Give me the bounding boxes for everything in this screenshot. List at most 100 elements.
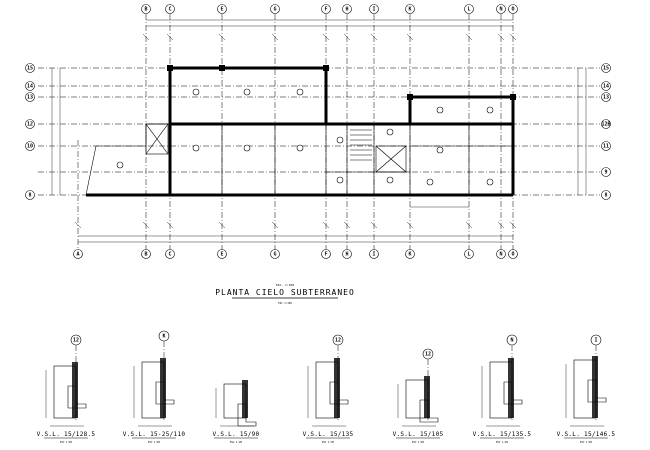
axis-bubble-bottom-I-label: I <box>372 251 375 257</box>
axis-bubble-right-13: 13 <box>601 92 611 102</box>
axis-bubble-bottom-N-label: N <box>499 251 502 257</box>
section-2-label: V.S.L. 15-25/110 <box>123 431 186 438</box>
axis-bubble-bottom-G: G <box>270 249 280 259</box>
section-6-label: V.S.L. 15/135.5 <box>473 431 532 438</box>
axis-bubble-right-12B-label: 12B <box>601 121 610 127</box>
section-4-scale: ESC 1:20 <box>322 440 335 444</box>
axis-bubble-top-E: E <box>217 4 227 14</box>
axis-bubble-top-O-label: O <box>511 6 514 12</box>
section-3-scale: ESC 1:20 <box>230 440 243 444</box>
axis-bubble-top-F-label: F <box>324 6 327 12</box>
axis-bubble-top-C: C <box>165 4 175 14</box>
section-5-label: V.S.L. 15/105 <box>393 431 444 438</box>
axis-bubble-right-11-label: 11 <box>603 143 609 149</box>
section-5-tag: 12 <box>425 351 431 357</box>
plan-title: PLANTA CIELO SUBTERRANEO <box>215 288 355 297</box>
axis-bubble-left-14-label: 14 <box>27 83 33 89</box>
section-6-wall <box>508 358 514 418</box>
axis-bubble-bottom-A-label: A <box>76 251 79 257</box>
axis-bubble-left-15-label: 15 <box>27 65 33 71</box>
axis-bubble-bottom-A: A <box>73 249 83 259</box>
section-5-axis-bubble: 12 <box>422 348 434 360</box>
left-axis-bubbles: 15 14 13 12 10 8 <box>25 63 35 200</box>
section-1-beam <box>67 385 87 409</box>
section-7-beam <box>587 379 607 403</box>
axis-bubble-left-10: 10 <box>25 141 35 151</box>
axis-bubble-top-N: N <box>496 4 506 14</box>
section-1-wall <box>72 362 78 418</box>
axis-bubble-bottom-O-label: O <box>511 251 514 257</box>
section-3-label: V.S.L. 15/90 <box>213 431 260 438</box>
section-6-tag: N <box>510 337 513 343</box>
axis-bubble-bottom-N: N <box>496 249 506 259</box>
axis-bubble-left-12: 12 <box>25 119 35 129</box>
section-5-beam <box>419 399 439 423</box>
section-7-tag: I <box>594 337 597 343</box>
section-6-beam <box>503 381 523 405</box>
axis-bubble-right-8-label: 8 <box>604 192 607 198</box>
axis-bubble-top-L: L <box>464 4 474 14</box>
axis-bubble-bottom-F-label: F <box>324 251 327 257</box>
section-4-label: V.S.L. 15/135 <box>303 431 354 438</box>
axis-bubble-right-11: 11 <box>601 141 611 151</box>
axis-bubble-right-14: 14 <box>601 81 611 91</box>
tick-marks <box>74 33 517 229</box>
axis-bubble-top-H: H <box>342 4 352 14</box>
axis-bubble-bottom-L-label: L <box>467 251 470 257</box>
axis-bubble-top-B-label: B <box>144 6 147 12</box>
axis-bubble-bottom-B-label: B <box>144 251 147 257</box>
plan-subtitle: ESC. 1:100 <box>276 283 294 287</box>
axis-bubble-top-L-label: L <box>467 6 470 12</box>
section-4-tag: 12 <box>335 337 341 343</box>
axis-bubble-top-G: G <box>270 4 280 14</box>
axis-bubble-top-K-label: K <box>408 6 411 12</box>
axis-bubble-top-N-label: N <box>499 6 502 12</box>
axis-bubble-top-O: O <box>508 4 518 14</box>
axis-bubble-left-14: 14 <box>25 81 35 91</box>
section-7-axis-bubble: I <box>590 334 602 346</box>
section-1-scale: ESC 1:20 <box>60 440 73 444</box>
axis-bubble-left-13-label: 13 <box>27 94 33 100</box>
axis-bubble-bottom-K: K <box>405 249 415 259</box>
axis-bubble-right-8: 8 <box>601 190 611 200</box>
section-7-wall <box>592 356 598 418</box>
section-6-axis-bubble: N <box>506 334 518 346</box>
axis-bubble-bottom-E-label: E <box>220 251 223 257</box>
room-annotations <box>116 88 494 186</box>
section-2-beam <box>155 381 175 405</box>
axis-bubble-right-15: 15 <box>601 63 611 73</box>
section-6-scale: ESC 1:20 <box>496 440 509 444</box>
axis-bubble-right-13-label: 13 <box>603 94 609 100</box>
section-2-tag: K <box>162 333 165 339</box>
axis-bubble-left-13: 13 <box>25 92 35 102</box>
axis-bubble-top-K: K <box>405 4 415 14</box>
axis-bubble-top-H-label: H <box>345 6 348 12</box>
section-1-label: V.S.L. 15/128.5 <box>37 431 96 438</box>
axis-bubble-top-B: B <box>141 4 151 14</box>
axis-bubble-left-10-label: 10 <box>27 143 33 149</box>
axis-bubble-left-8: 8 <box>25 190 35 200</box>
axis-bubble-bottom-I: I <box>369 249 379 259</box>
section-2-wall <box>160 358 166 418</box>
section-4-wall <box>334 358 340 418</box>
section-7-scale: ESC 1:20 <box>580 440 593 444</box>
axis-bubble-bottom-C-label: C <box>168 251 171 257</box>
axis-bubble-bottom-F: F <box>321 249 331 259</box>
axis-bubble-bottom-O: O <box>508 249 518 259</box>
axis-bubble-right-14-label: 14 <box>603 83 609 89</box>
axis-bubble-right-9-label: 9 <box>604 169 607 175</box>
section-5-scale: ESC 1:20 <box>412 440 425 444</box>
axis-bubble-left-15: 15 <box>25 63 35 73</box>
plan-scale-note: ESC 1:100 <box>278 301 292 305</box>
axis-bubble-bottom-E: E <box>217 249 227 259</box>
right-axis-bubbles: 15 14 13 12B 11 9 8 <box>601 63 611 200</box>
axis-bubble-right-15-label: 15 <box>603 65 609 71</box>
horizontal-axis-lines <box>38 67 600 196</box>
